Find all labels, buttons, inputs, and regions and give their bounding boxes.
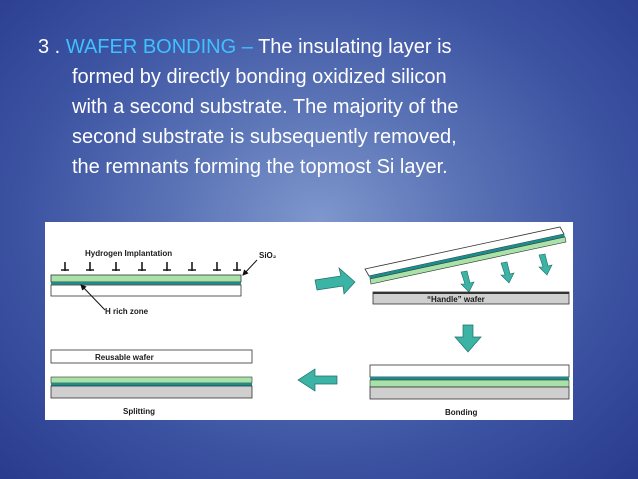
split-handle-wafer bbox=[50, 385, 253, 399]
top-wafer-layer bbox=[50, 274, 242, 283]
bullet-line-3: with a second substrate. The majority of… bbox=[72, 96, 459, 118]
bonded-handle-wafer bbox=[369, 386, 570, 400]
bullet-number: 3 . bbox=[38, 36, 61, 58]
wafer-bonding-figure: Hydrogen Implantation SiO₂ H rich zone bbox=[45, 222, 573, 420]
bullet-line-1-rest: The insulating layer is bbox=[258, 36, 452, 58]
handle-wafer-label: “Handle” wafer bbox=[427, 295, 485, 304]
tilted-wafer bbox=[364, 226, 567, 285]
arrow-left-icon bbox=[297, 368, 338, 392]
flip-arrows bbox=[460, 253, 553, 293]
reusable-wafer-label: Reusable wafer bbox=[95, 353, 154, 362]
implantation-arrows bbox=[61, 262, 241, 271]
bullet-line-2: formed by directly bonding oxidized sili… bbox=[72, 66, 447, 88]
bullet-line-4: second substrate is subsequently removed… bbox=[72, 126, 457, 148]
reusable-wafer bbox=[50, 349, 253, 364]
donor-wafer bbox=[50, 284, 242, 297]
wafer-bonding-diagram: Hydrogen Implantation SiO₂ H rich zone bbox=[50, 226, 570, 417]
arrow-down-icon bbox=[454, 324, 482, 353]
split-si-layer bbox=[50, 376, 253, 384]
bullet-line-1: 3 . WAFER BONDING – The insulating layer… bbox=[38, 32, 618, 62]
bonded-top-wafer bbox=[369, 364, 570, 378]
oxide-layer bbox=[51, 282, 241, 285]
arrow-right-icon bbox=[314, 267, 356, 295]
h-rich-zone-label: H rich zone bbox=[105, 307, 149, 316]
bonding-label: Bonding bbox=[445, 408, 478, 417]
implantation-label: Hydrogen Implantation bbox=[85, 249, 172, 258]
splitting-label: Splitting bbox=[123, 407, 155, 416]
bullet-text: 3 . WAFER BONDING – The insulating layer… bbox=[38, 32, 618, 182]
bullet-line-5: the remnants forming the topmost Si laye… bbox=[72, 156, 448, 178]
sio2-pointer bbox=[242, 259, 258, 276]
bullet-heading: WAFER BONDING bbox=[65, 36, 237, 58]
sio2-label: SiO₂ bbox=[259, 251, 277, 260]
h-rich-pointer bbox=[80, 284, 106, 311]
bullet-dash: – bbox=[241, 36, 253, 58]
